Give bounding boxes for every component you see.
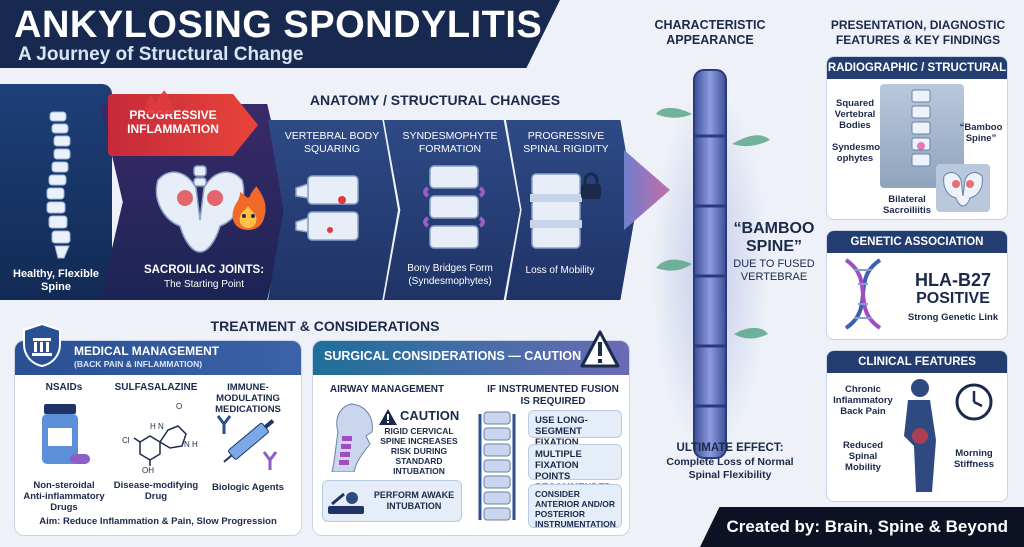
bamboo-spine-xray-label: “Bamboo Spine” (959, 122, 1003, 144)
sacroiliac-sublabel: The Starting Point (163, 279, 245, 290)
footer-credit: Created by: Brain, Spine & Beyond (700, 507, 1024, 547)
fusion-item-1: USE LONG-SEGMENT FIXATION (528, 410, 622, 448)
immune-desc: Biologic Agents (212, 482, 284, 493)
reduced-mobility-label: Reduced Spinal Mobility (842, 440, 884, 473)
bamboo-spine-icon (693, 69, 727, 459)
ultimate-effect-title: ULTIMATE EFFECT: (676, 442, 784, 454)
molecule-label-oh: OH (142, 466, 154, 475)
immune-label: IMMUNE-MODULATING MEDICATIONS (215, 382, 281, 415)
bamboo-leaf-icon (656, 107, 770, 339)
clock-icon (955, 383, 993, 421)
bamboo-spine-subtitle: DUE TO FUSED VERTEBRAE (733, 258, 815, 283)
sacroiliac-label: SACROILIAC JOINTS: (143, 264, 265, 276)
pill-bottle-icon (42, 404, 90, 464)
cervical-spine-icon (331, 403, 373, 472)
step-squaring-panel (268, 120, 398, 300)
fused-vertebrae-icon (530, 173, 582, 249)
syndesmophytes-label: Syndesmo ophytes (832, 142, 881, 164)
radiographic-header: RADIOGRAPHIC / STRUCTURAL (827, 57, 1007, 79)
back-pain-label: Chronic Inflammatory Back Pain (833, 384, 893, 417)
patient-figure-icon (904, 379, 936, 492)
dna-icon (844, 258, 882, 330)
progressive-inflammation-arrow (108, 94, 258, 156)
fusion-item-2: MULTIPLE FIXATION POINTS RECOMMENDED (528, 444, 622, 493)
genetic-box: GENETIC ASSOCIATION (826, 230, 1008, 340)
medical-subtitle: (BACK PAIN & INFLAMMATION) (74, 359, 203, 369)
sulfasalazine-desc: Disease-modifying Drug (113, 480, 199, 502)
clinical-header: CLINICAL FEATURES (827, 351, 1007, 373)
squared-vertebral-label: Squared Vertebral Bodies (834, 98, 876, 131)
genetic-header: GENETIC ASSOCIATION (827, 231, 1007, 253)
airway-title: AIRWAY MANAGEMENT (329, 384, 445, 395)
ultimate-effect-subtitle: Complete Loss of Normal Spinal Flexibili… (666, 456, 794, 481)
awake-intubation-label: PERFORM AWAKE INTUBATION (373, 490, 455, 511)
warning-icon (580, 330, 620, 368)
caution-text: RIGID CERVICAL SPINE INCREASES RISK DURI… (380, 426, 458, 476)
step-syndesmophyte-title: SYNDESMOPHYTE FORMATION (402, 130, 498, 155)
hla-positive-label: POSITIVE (916, 290, 990, 307)
healthy-spine-icon (46, 111, 71, 259)
medical-aim: Aim: Reduce Inflammation & Pain, Slow Pr… (39, 516, 277, 527)
nsaids-desc: Non-steroidal Anti-inflammatory Drugs (23, 480, 105, 513)
medical-header-bar (15, 341, 301, 375)
syndesmophyte-icon (423, 165, 485, 249)
page-title: ANKYLOSING SPONDYLITIS (14, 4, 543, 46)
bilateral-sacroiliitis-label: Bilateral Sacroiliitis (882, 194, 932, 216)
pelvis-icon (155, 165, 245, 253)
bamboo-spine-title: “BAMBOO SPINE” (733, 220, 815, 255)
molecule-label-nh: N H (184, 440, 198, 449)
squared-vertebrae-icon (295, 175, 359, 241)
treatment-section-title: TREATMENT & CONSIDERATIONS (210, 318, 440, 334)
medical-title: MEDICAL MANAGEMENT (74, 344, 220, 358)
hla-b27-label: HLA-B27 (914, 270, 991, 290)
fusion-item-1-label: USE LONG-SEGMENT FIXATION (535, 415, 588, 448)
molecule-icon (133, 425, 187, 466)
fusion-item-3: CONSIDER ANTERIOR AND/OR POSTERIOR INSTR… (528, 484, 622, 529)
fusion-title: IF INSTRUMENTED FUSION IS REQUIRED (487, 384, 619, 407)
anatomy-section-title: ANATOMY / STRUCTURAL CHANGES (309, 92, 561, 108)
intubation-icon (328, 492, 364, 514)
step-syndesmophyte-caption: Bony Bridges Form (Syndesmophytes) (407, 263, 493, 287)
nsaids-label: NSAIDs (45, 382, 83, 393)
presentation-title: PRESENTATION, DIAGNOSTIC FEATURES & KEY … (830, 18, 1006, 47)
molecule-label-cl: Cl (122, 436, 130, 445)
morning-stiffness-label: Morning Stiffness (953, 448, 995, 470)
fusion-item-3-label: CONSIDER ANTERIOR AND/OR POSTERIOR INSTR… (535, 489, 616, 529)
appearance-title: CHARACTERISTIC APPEARANCE (654, 18, 766, 47)
genetic-note: Strong Genetic Link (907, 312, 999, 323)
healthy-spine-label: Healthy, Flexible Spine (13, 268, 99, 293)
caution-triangle-icon (379, 409, 397, 425)
sulfasalazine-label: SULFASALAZINE (114, 382, 198, 393)
step-rigidity-title: PROGRESSIVE SPINAL RIGIDITY (523, 130, 609, 155)
shield-icon (23, 322, 61, 368)
page-subtitle: A Journey of Structural Change (18, 44, 304, 65)
surgical-header-bar (313, 341, 629, 375)
step-squaring-title: VERTEBRAL BODY SQUARING (284, 130, 380, 155)
instrumented-spine-icon (478, 411, 516, 521)
caution-label: CAUTION (400, 408, 460, 423)
syringe-antibody-icon (216, 415, 278, 470)
surgical-title: SURGICAL CONSIDERATIONS — CAUTION (324, 349, 582, 363)
header-banner (0, 0, 560, 68)
flame-icon (144, 90, 174, 114)
molecule-label-hn: H N (150, 422, 164, 431)
step-rigidity-caption: Loss of Mobility (525, 265, 595, 276)
molecule-label-o: O (176, 402, 183, 411)
angry-flame-icon (232, 186, 266, 230)
awake-intubation-box (322, 480, 462, 522)
lock-icon (581, 172, 601, 199)
xray-pelvis-icon (943, 172, 983, 207)
xray-spine-icon (911, 89, 931, 167)
